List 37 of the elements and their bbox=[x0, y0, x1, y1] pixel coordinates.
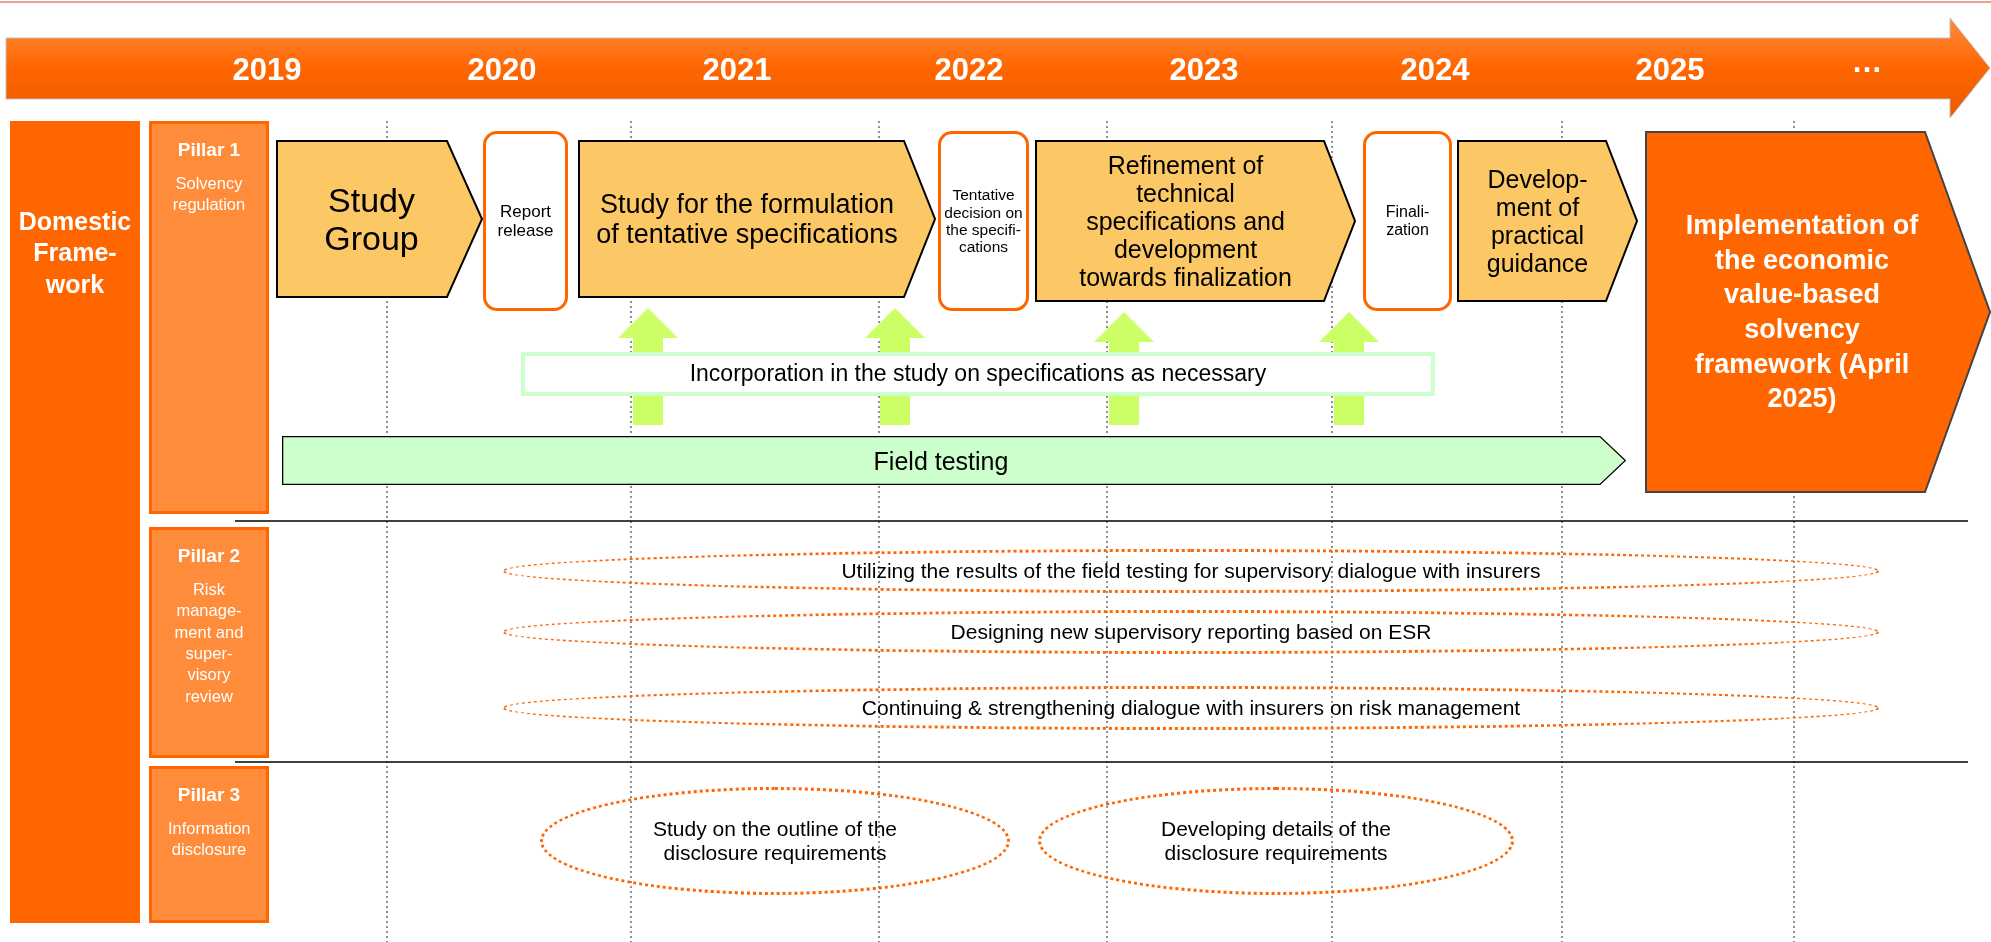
dotted-ellipse: Designing new supervisory reporting based on ESR bbox=[502, 610, 1880, 654]
chevron-step: Refinement of technical specifications and development towards finalization bbox=[1035, 140, 1356, 302]
milestone-box: Finali-zation bbox=[1363, 131, 1452, 311]
year-label: … bbox=[1851, 44, 1883, 80]
pillar-heading: Pillar 1 bbox=[176, 138, 242, 162]
year-label: 2023 bbox=[1169, 52, 1239, 88]
pillar-heading: Pillar 3 bbox=[176, 783, 242, 807]
block-arrow bbox=[618, 308, 678, 352]
note-box: Incorporation in the study on specifications as necessary bbox=[521, 352, 1435, 396]
block-arrow bbox=[1094, 312, 1154, 352]
year-label: 2020 bbox=[467, 52, 537, 88]
dotted-ellipse: Study on the outline of the disclosure requirements bbox=[540, 787, 1010, 895]
year-label: 2021 bbox=[702, 52, 772, 88]
milestone-box: Report release bbox=[483, 131, 568, 311]
chevron-step: Study Group bbox=[276, 140, 483, 298]
pillar-subtitle: Risk manage-ment and super-visory review bbox=[173, 578, 245, 707]
pillar-panel bbox=[149, 527, 269, 758]
year-label: 2025 bbox=[1635, 52, 1705, 88]
block-arrow bbox=[1319, 312, 1379, 352]
pillar-heading: Pillar 2 bbox=[176, 544, 242, 568]
chevron-step: Develop-ment of practical guidance bbox=[1457, 140, 1638, 302]
pillar-panel bbox=[149, 766, 269, 923]
implementation-chevron: Implementation of the economic value-based solvency framework (April 2025) bbox=[1645, 131, 1991, 493]
year-label: 2022 bbox=[934, 52, 1004, 88]
milestone-box: Tentative decision on the specifi-cations bbox=[938, 131, 1029, 311]
dotted-ellipse: Utilizing the results of the field testing for supervisory dialogue with insurers bbox=[502, 549, 1880, 593]
pillar-subtitle: Solvency regulation bbox=[171, 172, 247, 216]
year-label: 2019 bbox=[232, 52, 302, 88]
pillar-subtitle: Information disclosure bbox=[168, 817, 250, 861]
chevron-step: Study for the formulation of tentative specifications bbox=[578, 140, 936, 298]
framework-panel: Domestic Frame-work bbox=[10, 121, 140, 923]
dotted-ellipse: Developing details of the disclosure requirements bbox=[1038, 787, 1514, 895]
dotted-ellipse: Continuing & strengthening dialogue with insurers on risk management bbox=[502, 686, 1880, 730]
year-label: 2024 bbox=[1400, 52, 1470, 88]
block-arrow bbox=[865, 308, 925, 352]
field-testing-banner: Field testing bbox=[282, 436, 1626, 485]
pillar-panel bbox=[149, 121, 269, 514]
